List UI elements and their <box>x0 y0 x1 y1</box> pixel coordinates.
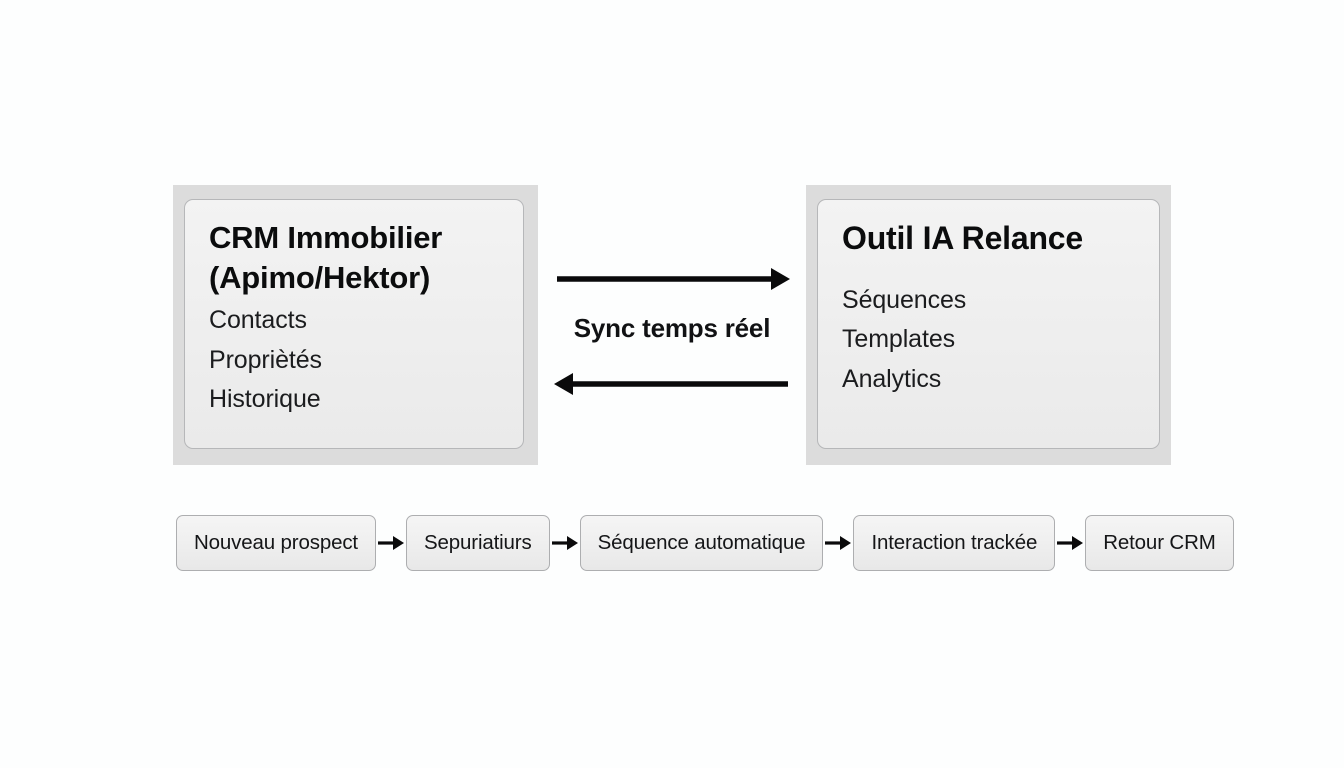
list-item: Contacts <box>209 306 307 335</box>
flow-node-label: Sepuriatiurs <box>423 531 532 554</box>
sync-label: Sync temps réel <box>573 313 771 343</box>
list-item: Historique <box>209 385 321 414</box>
arrow-right-icon <box>1055 535 1085 551</box>
arrow-left-icon <box>554 373 788 395</box>
arrow-right-glyph <box>825 536 852 550</box>
arrow-right-icon <box>557 268 790 290</box>
flow-node-crm-return[interactable]: Retour CRM <box>1085 515 1234 571</box>
list-item: Templates <box>842 325 956 354</box>
list-item: Propriètés <box>209 345 322 374</box>
arrow-right-icon <box>550 535 580 551</box>
arrow-right-glyph <box>1057 536 1084 550</box>
sync-connector-group <box>552 258 792 398</box>
ai-tool-system-card: Outil IA Relance Séquences Templates Ana… <box>817 199 1160 449</box>
arrow-right-glyph <box>377 536 404 550</box>
arrow-right-icon <box>823 535 853 551</box>
flow-node-automatic-sequence[interactable]: Séquence automatique <box>579 515 824 571</box>
flow-node-label: Retour CRM <box>1103 531 1216 554</box>
flow-node-new-prospect[interactable]: Nouveau prospect <box>176 515 376 571</box>
sync-arrows-svg <box>554 268 790 395</box>
ai-tool-system-title: Outil IA Relance <box>842 220 1084 256</box>
flow-node-label: Interaction trackée <box>871 531 1038 554</box>
flow-node-sepuriatiurs[interactable]: Sepuriatiurs <box>405 515 550 571</box>
process-flow: Nouveau prospect Sepuriatiurs Séquence a… <box>176 515 1234 571</box>
arrow-right-icon <box>376 535 406 551</box>
list-item: Analytics <box>842 364 942 393</box>
arrow-right-glyph <box>551 536 578 550</box>
flow-node-label: Séquence automatique <box>597 531 806 554</box>
crm-system-card: CRM Immobilier (Apimo/Hektor) Contacts P… <box>184 199 524 449</box>
list-item: Séquences <box>842 285 967 314</box>
ai-tool-feature-list: Séquences Templates Analytics <box>842 281 1135 400</box>
crm-system-title: CRM Immobilier (Apimo/Hektor) <box>209 220 443 295</box>
crm-feature-list: Contacts Propriètés Historique <box>209 301 499 420</box>
flow-node-tracked-interaction[interactable]: Interaction trackée <box>853 515 1056 571</box>
flow-node-label: Nouveau prospect <box>194 531 358 554</box>
